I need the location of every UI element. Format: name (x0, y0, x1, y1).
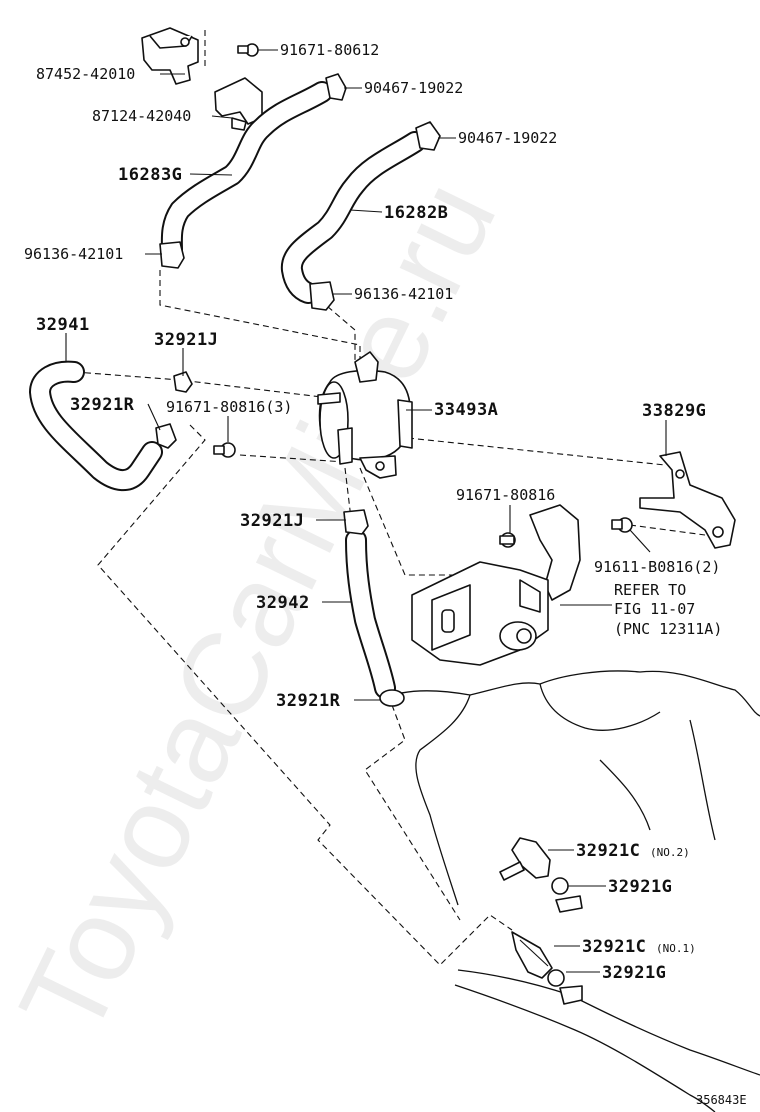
engine-block-outline (379, 670, 760, 1112)
hose-16282b (280, 131, 426, 304)
clamp-32921j-b (343, 509, 369, 535)
bolt-91671-80816-3 (213, 442, 236, 458)
bolt-91611-b0816-2 (611, 517, 633, 533)
vacuum-tank-33493a (317, 351, 413, 479)
bracket-87124-42040 (214, 77, 263, 131)
bracket-87452-42010 (141, 27, 199, 85)
label-16282b: 16282B (384, 203, 448, 223)
part-labels: 91671-80612 87452-42010 87124-42040 9046… (24, 41, 722, 983)
clip-96136-42101-b (309, 281, 335, 311)
label-33493a: 33493A (434, 400, 498, 420)
label-32921c-no2: 32921C (576, 841, 640, 861)
label-87452-42010: 87452-42010 (36, 65, 135, 83)
label-32921g-a: 32921G (608, 877, 672, 897)
leader-lines (65, 49, 667, 973)
bracket-33829g (639, 451, 736, 549)
gasket-32921g-a (551, 877, 583, 913)
label-32921c-no2-note: (NO.2) (650, 846, 690, 859)
label-32941: 32941 (36, 315, 90, 335)
label-33829g: 33829G (642, 401, 706, 421)
union-32921c-no2 (499, 837, 551, 881)
hose-32941 (29, 360, 163, 492)
label-96136-42101-b: 96136-42101 (354, 285, 453, 303)
label-32921g-b: 32921G (602, 963, 666, 983)
bolt-91671-80816 (499, 532, 516, 548)
label-32942: 32942 (256, 593, 310, 613)
label-91671-80816: 91671-80816 (456, 486, 555, 504)
clamp-32921j-a (173, 371, 193, 393)
label-refer-to: REFER TO (614, 581, 686, 599)
clamp-90467-19022-a (325, 73, 347, 101)
hose-32942 (345, 529, 396, 699)
label-91671-80612: 91671-80612 (280, 41, 379, 59)
figure-id: 356843E (696, 1093, 747, 1107)
label-32921c-no1: 32921C (582, 937, 646, 957)
clamp-32921r-b (379, 689, 405, 707)
label-96136-42101-a: 96136-42101 (24, 245, 123, 263)
label-refer-pnc: (PNC 12311A) (614, 620, 722, 638)
gasket-32921g-b (547, 969, 583, 1005)
label-32921j-b: 32921J (240, 511, 304, 531)
label-87124-42040: 87124-42040 (92, 107, 191, 125)
hose-16283g (160, 81, 333, 261)
mounting-bracket-plates (411, 504, 581, 666)
label-16283g: 16283G (118, 165, 182, 185)
label-32921c-no1-note: (NO.1) (656, 942, 696, 955)
union-32921c-no1 (511, 931, 553, 979)
clamp-90467-19022-b (415, 121, 441, 151)
bolt-91671-80612 (237, 43, 259, 57)
label-90467-19022-a: 90467-19022 (364, 79, 463, 97)
label-90467-19022-b: 90467-19022 (458, 129, 557, 147)
label-refer-fig: FIG 11-07 (614, 600, 695, 618)
label-32921r-b: 32921R (276, 691, 341, 711)
label-32921r-a: 32921R (70, 395, 135, 415)
clamp-32921r-a (155, 423, 177, 449)
label-91671-80816-3: 91671-80816(3) (166, 398, 292, 416)
label-91611-b0816-2: 91611-B0816(2) (594, 558, 720, 576)
clip-96136-42101-a (159, 241, 185, 269)
label-32921j-a: 32921J (154, 330, 218, 350)
